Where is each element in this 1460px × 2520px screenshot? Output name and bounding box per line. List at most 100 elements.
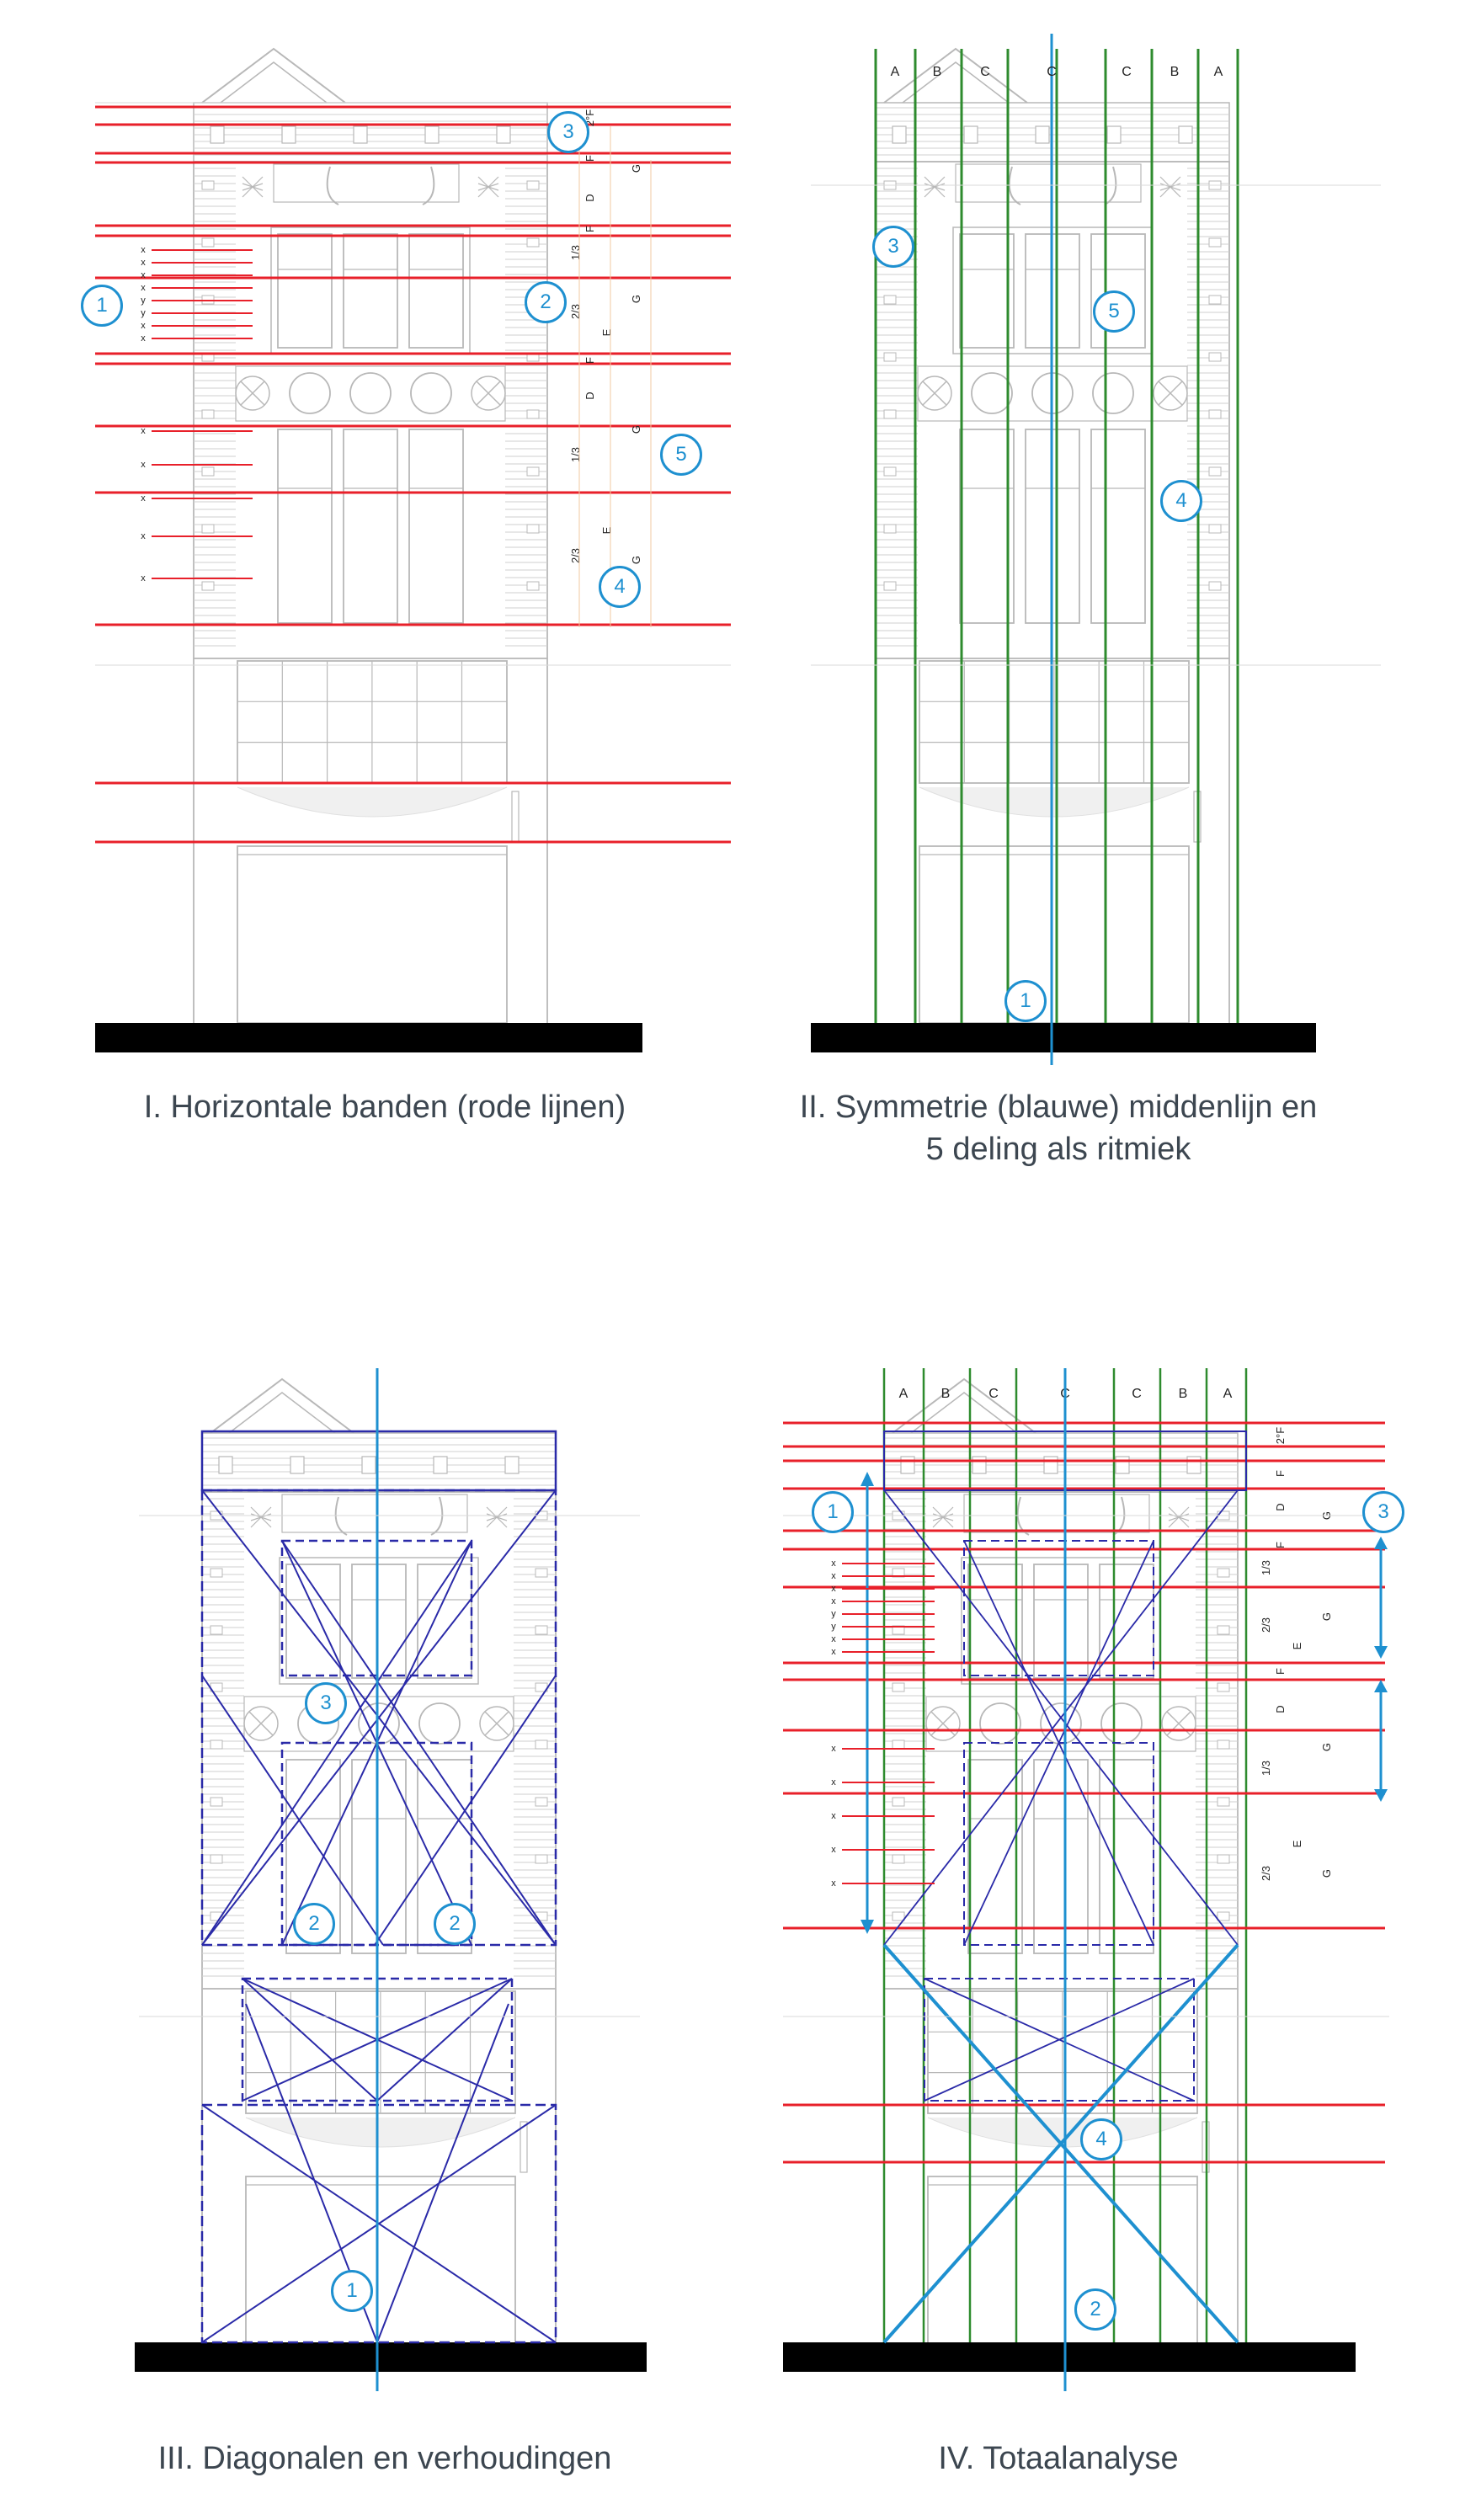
upper-box [200,1489,557,1947]
ground-line [95,1023,642,1052]
roundel [289,372,331,414]
arrow-head [1374,1537,1388,1549]
wall-anchor [526,180,540,190]
wall-anchor [201,180,215,190]
roundel [1092,372,1134,414]
marker-label: 1 [827,1500,839,1523]
cornice-bracket [424,125,440,144]
column-label: B [941,1387,951,1401]
dimension-label: G [630,425,642,434]
wall-anchor [1217,1739,1230,1750]
awning-shadow [237,786,508,818]
tick-label: x [141,493,146,503]
wall-anchor [1217,1797,1230,1807]
cornice-bracket [433,1456,448,1474]
marker-label: 4 [614,575,626,598]
tick-label: x [141,460,146,470]
dimension-label: 2/3 [1260,1866,1272,1881]
cornice-bracket [210,125,225,144]
lower-window [277,429,333,624]
rosette [471,376,506,411]
wall-anchor [892,1797,905,1807]
rosette [925,1706,961,1741]
arrow-head [1374,1646,1388,1659]
rosette-stroke [250,1506,272,1528]
caption-panel-3: III. Diagonalen en verhoudingen [48,2437,722,2480]
marker-3: 3 [1362,1491,1404,1533]
ground-line [135,2342,647,2372]
panel-4-total-analysis: ABCCCBAxxxxyyxxxxxxx2°FFDGF1/32/3EGFDG1/… [783,1368,1389,2391]
marker-label: 3 [1377,1500,1389,1523]
tick-label: x [831,1878,836,1889]
arrow-head [1374,1789,1388,1802]
rosette-stroke [248,1711,274,1736]
facade-elevation [883,1377,1239,2354]
arrow-head [861,1920,874,1934]
column-label: A [1214,65,1223,79]
dimension-label: D [1274,1503,1287,1510]
dimension-label: F [1274,1542,1287,1548]
lower-window [959,429,1015,624]
awning-shadow [245,2117,516,2148]
wall-anchor [201,466,215,477]
dimension-label: F [583,155,596,162]
tick-label: y [831,1609,836,1619]
wall-anchor [883,409,897,419]
dimension-label: G [630,164,642,173]
cornice-bracket [900,1456,915,1474]
rosette-stroke [932,1506,954,1528]
dimension-label: 2/3 [569,548,582,563]
wall-anchor [535,1739,548,1750]
tick-label: y [831,1622,836,1632]
wall-anchor [892,1739,905,1750]
entrance-opening [245,2176,516,2354]
wall-anchor [892,1911,905,1921]
ground-line [783,2342,1356,2372]
marker-label: 1 [346,2279,358,2302]
dimension-label: E [1291,1642,1303,1649]
cornice-bracket [1178,125,1193,144]
wall-anchor [210,1568,223,1578]
tick-label: x [141,426,146,436]
diagonal-line [281,1540,557,1946]
tick-label: x [141,531,146,541]
diagonal-line [883,1489,1239,1946]
tick-label: x [831,1584,836,1594]
caption-line: III. Diagonalen en verhoudingen [157,2441,612,2476]
column-label: A [1223,1387,1233,1401]
cornice-bracket [353,125,368,144]
wall-anchor [1208,581,1222,591]
diagonal-line [376,2003,509,2343]
tick-label: x [141,321,146,331]
cornice-bracket [504,1456,520,1474]
lower-window [1090,429,1146,624]
tick-label: x [831,1744,836,1754]
roundel [410,372,452,414]
roundel [979,1702,1021,1745]
wall-anchor [1217,1854,1230,1864]
tick-label: x [831,1777,836,1787]
entrance-opening [237,845,508,1024]
dimension-label: 1/3 [1260,1560,1272,1575]
wall-anchor [526,524,540,534]
gable-outline [210,1377,354,1434]
tick-label: x [141,245,146,255]
roundel [971,372,1013,414]
tick-label: x [141,258,146,268]
wall-anchor [883,524,897,534]
dimension-label: G [1320,1743,1333,1751]
marker-label: 4 [1175,489,1187,512]
caption-line: I. Horizontale banden (rode lijnen) [143,1090,626,1125]
tick-label: x [831,1845,836,1855]
rosette-stroke [1168,1506,1190,1528]
wall-anchor [883,581,897,591]
ground-diagonal [882,1943,1239,2344]
gable-outline [201,47,346,104]
marker-4: 4 [1160,480,1202,522]
upper-window [285,1564,341,1679]
tick-label: x [831,1647,836,1657]
wall-anchor [210,1797,223,1807]
wall-anchor [526,237,540,248]
dimension-label: 1/3 [1260,1761,1272,1776]
